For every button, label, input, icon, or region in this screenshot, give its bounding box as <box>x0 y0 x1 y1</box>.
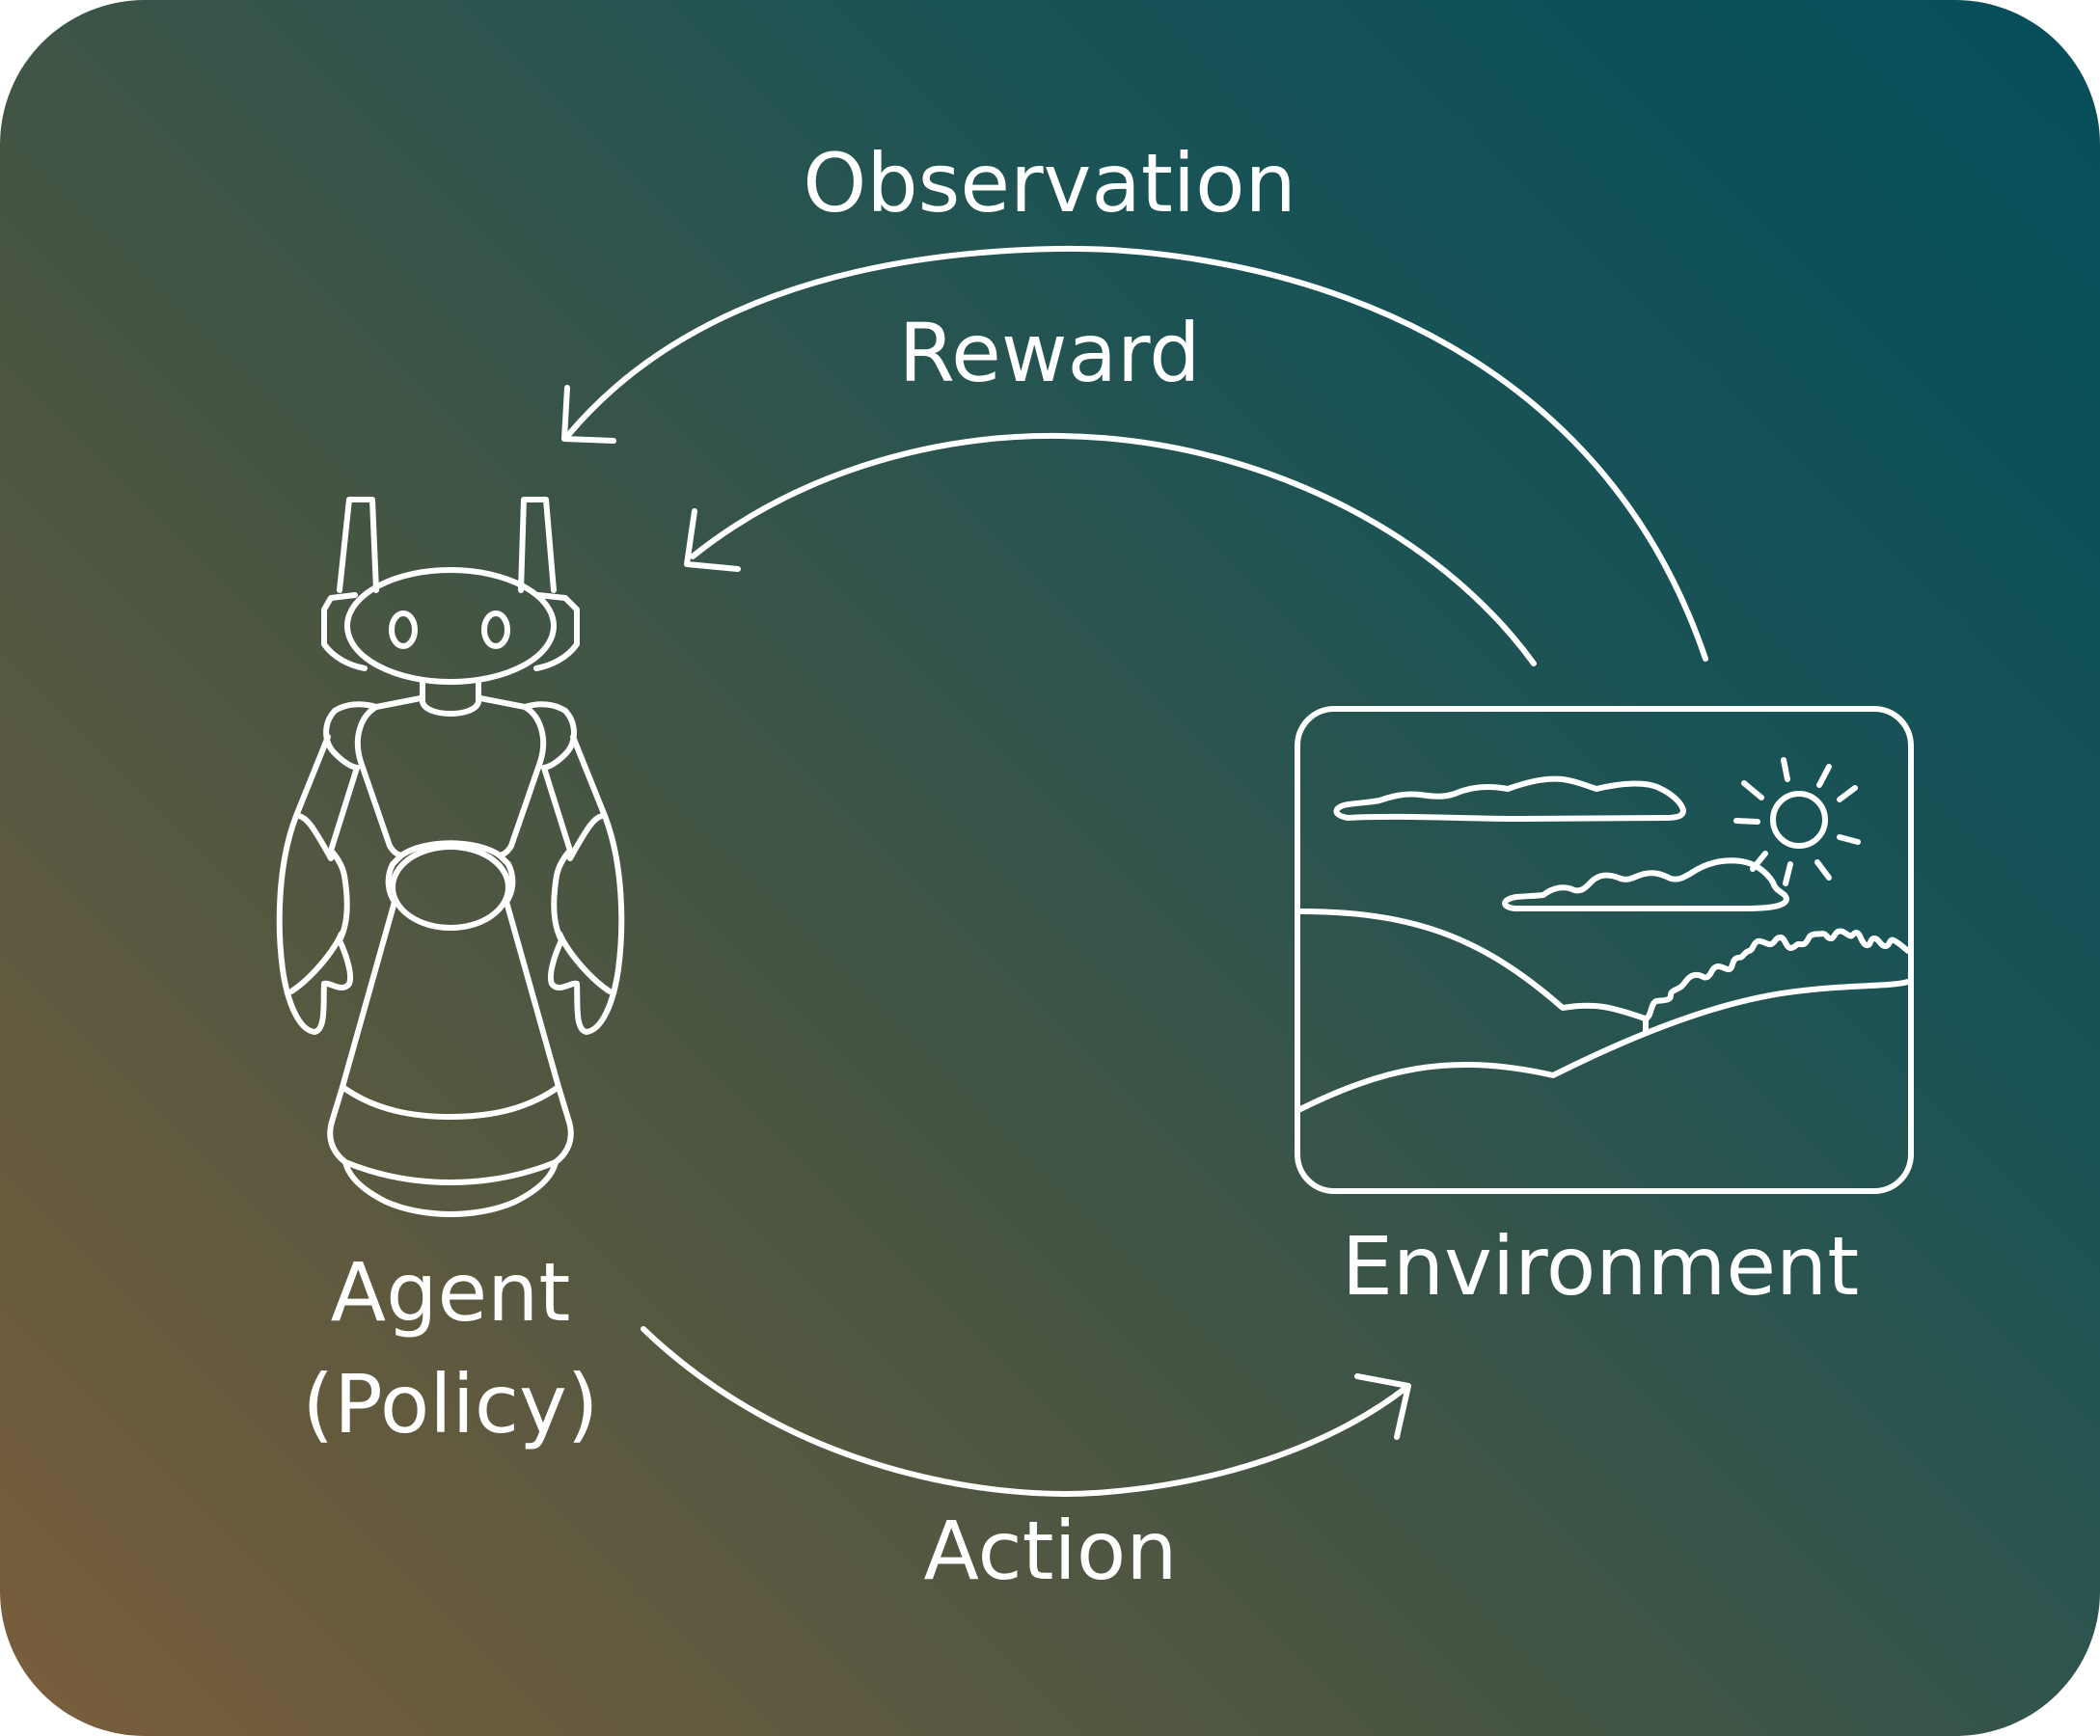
robot-icon <box>276 497 625 1217</box>
action-label: Action <box>923 1504 1178 1598</box>
observation-label: Observation <box>803 136 1296 231</box>
reward-arrow <box>684 432 1537 666</box>
landscape-picture-icon <box>1295 706 1914 1194</box>
action-arrow <box>641 1326 1411 1497</box>
agent-label: Agent <box>330 1245 571 1340</box>
policy-label: (Policy) <box>302 1357 599 1451</box>
reward-label: Reward <box>898 306 1201 400</box>
environment-label: Environment <box>1341 1219 1860 1314</box>
observation-arrow <box>561 245 1708 662</box>
